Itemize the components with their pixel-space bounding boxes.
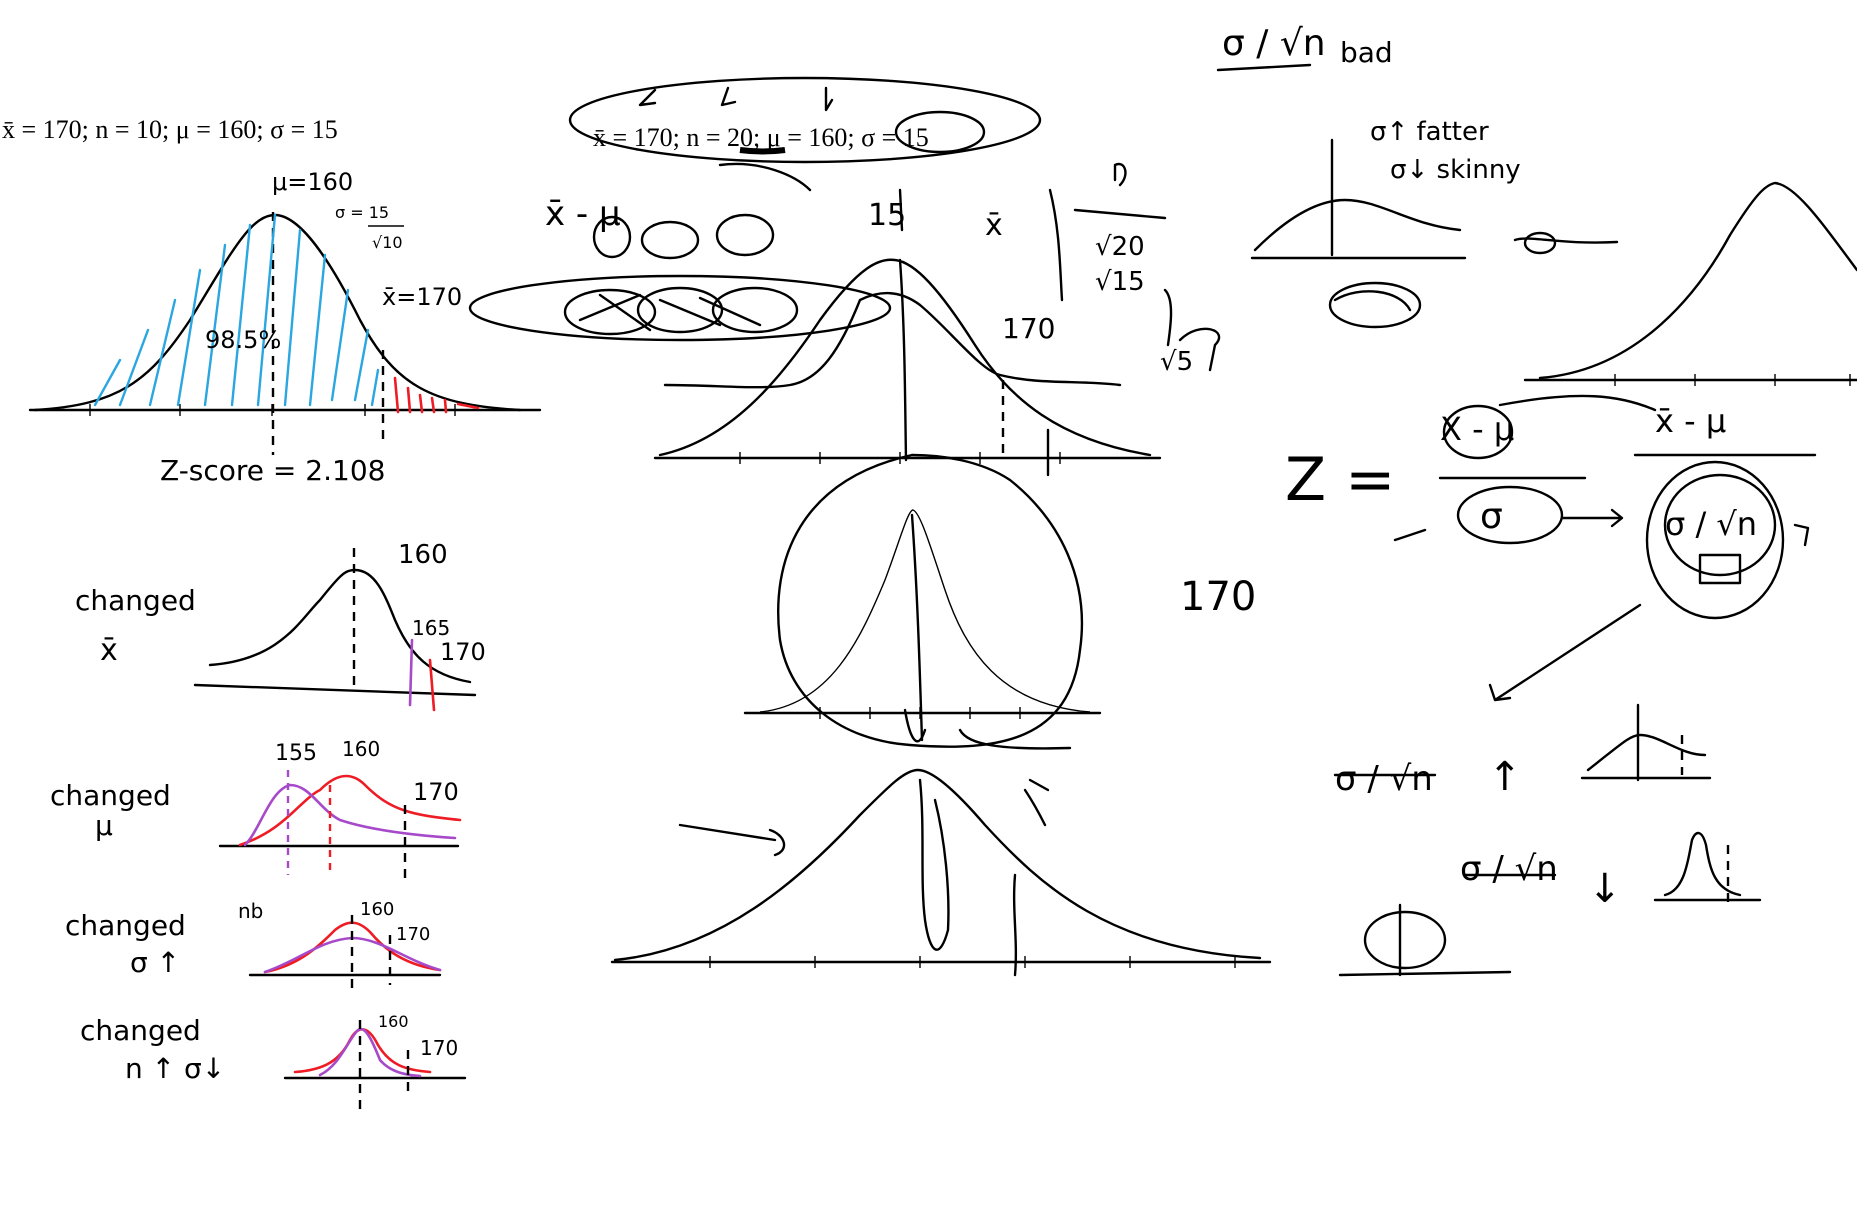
center-curve-top: 15 x̄ 170 170 √20 √15 √5 — [653, 162, 1256, 620]
changed-xbar-title: changed — [75, 584, 196, 617]
changed-xbar-diagram: changed x̄ 160 165 170 — [75, 540, 486, 712]
arrow-up: ↑ — [1488, 754, 1522, 800]
params-circle — [568, 76, 1042, 164]
z-formula: Z = X - μ σ x̄ - μ σ / √n — [1285, 394, 1817, 702]
changed-mu-diagram: changed μ 155 160 170 — [50, 737, 462, 885]
shaded-tail-red — [393, 376, 480, 414]
percent-label: 98.5% — [205, 326, 281, 354]
changed-n-sigma-red-curve — [293, 1028, 432, 1074]
changed-mu-red-curve — [238, 774, 462, 847]
changed-n-sigma-xbar: 170 — [420, 1036, 458, 1060]
changed-mu-purple-curve — [243, 783, 457, 847]
xbar-label: x̄=170 — [382, 283, 462, 311]
narrow-bell-curve — [759, 509, 1091, 713]
changed-n-sigma-symbol: n ↑ σ↓ — [125, 1052, 225, 1085]
center-mark-root15: √15 — [1095, 267, 1145, 297]
pointer-arrows — [638, 86, 834, 112]
bad-label: bad — [1340, 36, 1393, 69]
changed-mu-xbar: 170 — [413, 778, 459, 806]
sigma-over-root-n-top: σ / √n — [1222, 23, 1326, 64]
arrow-down: ↓ — [1588, 866, 1622, 912]
note-skinny: σ↓ skinny — [1390, 155, 1521, 185]
changed-mu-symbol: μ — [95, 809, 113, 842]
right-large-curve — [1523, 181, 1857, 386]
scribble-cluster — [468, 213, 892, 342]
center-mark-root20: √20 — [1095, 232, 1145, 262]
note-fatter: σ↑ fatter — [1370, 117, 1489, 147]
center-panel: x̄ = 170; n = 20; μ = 160; σ = 15 x̄ - μ — [468, 76, 1272, 977]
left-params-formula: x̄ = 170; n = 10; μ = 160; σ = 15 — [2, 115, 338, 144]
sigma-numerator: σ = 15 — [335, 203, 389, 222]
center-params-formula: x̄ = 170; n = 20; μ = 160; σ = 15 — [593, 123, 929, 152]
middle-ticks — [819, 707, 1021, 719]
changed-sigma-margin: nb — [238, 899, 263, 923]
center-mark-15: 15 — [868, 198, 906, 233]
changed-sigma-mu: 160 — [360, 899, 394, 920]
z-score-label: Z-score = 2.108 — [160, 454, 385, 487]
changed-xbar-new: 165 — [412, 616, 450, 640]
center-mark-170: 170 — [1002, 312, 1055, 345]
right-small-curve — [1250, 138, 1619, 329]
sigma-denominator: √10 — [372, 233, 403, 252]
changed-sigma-symbol: σ ↑ — [130, 946, 180, 979]
z-denominator-left: σ — [1480, 496, 1503, 537]
bottom-pointer-arrow — [678, 823, 786, 857]
changed-sigma-diagram: changed σ ↑ nb 160 170 — [65, 899, 442, 990]
right-large-bell — [1538, 181, 1857, 380]
sigma-root-n-down: σ / √n ↓ — [1338, 831, 1762, 977]
changed-n-sigma-mu: 160 — [378, 1012, 409, 1031]
changed-mu-old: 160 — [342, 737, 380, 761]
bottom-ticks — [709, 956, 1236, 968]
xbar-minus-mu: x̄ - μ — [545, 194, 621, 234]
center-mark-root5: √5 — [1160, 347, 1193, 377]
right-panel: σ / √n bad σ↑ fatter σ↓ skinny Z = — [1216, 23, 1857, 977]
center-bottom-bell — [613, 768, 1262, 962]
center-mark-170b: 170 — [1180, 574, 1256, 620]
z-denominator-right: σ / √n — [1665, 505, 1757, 543]
changed-n-sigma-purple-curve — [318, 1027, 422, 1078]
changed-xbar-old: 170 — [440, 638, 486, 666]
changed-mu-new: 155 — [275, 741, 317, 766]
sigma-root-n-1: σ / √n — [1335, 759, 1433, 799]
z-numerator-right: x̄ - μ — [1655, 402, 1726, 440]
mu-label: μ=160 — [272, 168, 353, 196]
center-mark-xbar: x̄ — [985, 208, 1003, 243]
shaded-area-blue — [93, 213, 380, 407]
changed-xbar-mu: 160 — [398, 540, 448, 570]
middle-circle — [777, 453, 1084, 748]
changed-n-sigma-diagram: changed n ↑ σ↓ 160 170 — [80, 1012, 467, 1115]
changed-sigma-xbar: 170 — [396, 924, 430, 945]
sigma-root-n-2: σ / √n — [1460, 849, 1558, 889]
center-curve-middle — [743, 453, 1102, 750]
z-label: Z = — [1285, 445, 1395, 515]
sigma-root-n-up: σ / √n ↑ — [1333, 703, 1712, 800]
changed-n-sigma-title: changed — [80, 1014, 201, 1047]
changed-mu-title: changed — [50, 779, 171, 812]
center-curve-bottom — [610, 768, 1272, 977]
left-panel: x̄ = 170; n = 10; μ = 160; σ = 15 μ=160 … — [2, 115, 542, 1115]
main-normal-curve: μ=160 σ = 15 √10 x̄=170 98.5% Z-score = … — [28, 168, 542, 487]
changed-sigma-title: changed — [65, 909, 186, 942]
changed-xbar-symbol: x̄ — [100, 633, 118, 668]
